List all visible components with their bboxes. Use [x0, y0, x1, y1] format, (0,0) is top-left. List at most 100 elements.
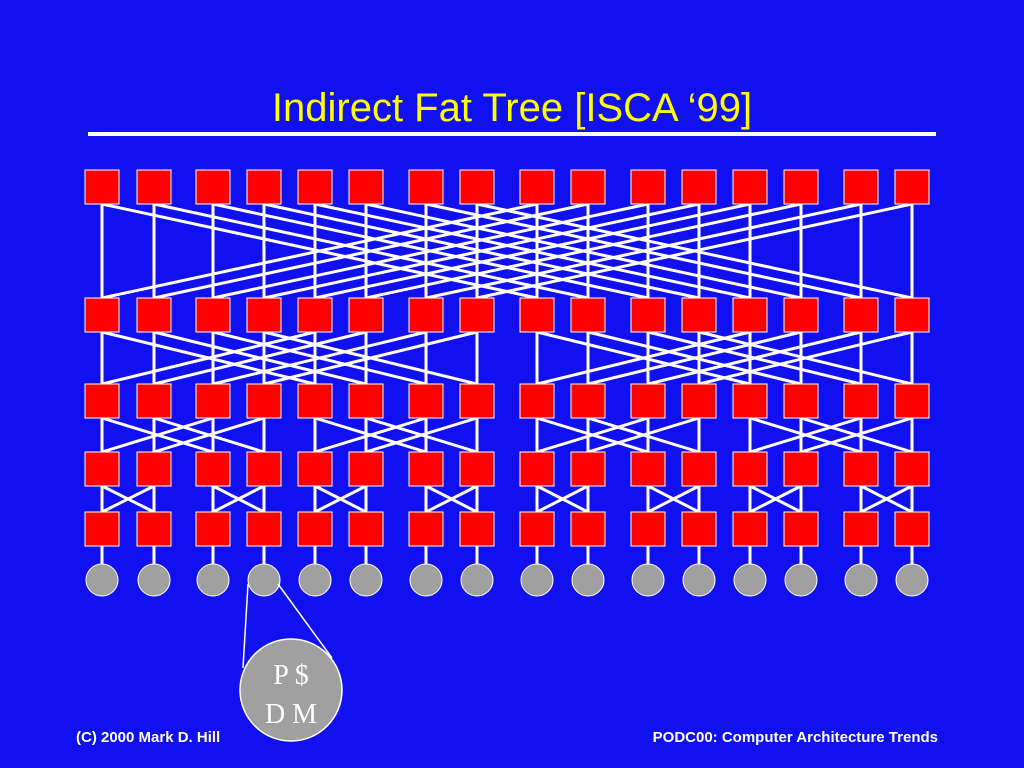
switch-box — [681, 297, 717, 333]
switch-box — [84, 169, 120, 205]
switch-box — [348, 511, 384, 547]
switch-box — [136, 511, 172, 547]
switch-box — [246, 169, 282, 205]
switch-box — [894, 451, 930, 487]
processor-node — [784, 563, 818, 597]
switch-box — [630, 169, 666, 205]
switch-link — [153, 330, 367, 386]
node-detail-circle — [239, 638, 343, 742]
switch-box — [732, 383, 768, 419]
callout-line — [242, 583, 249, 669]
switch-link — [365, 416, 478, 454]
processor-node — [460, 563, 494, 597]
switch-link — [476, 202, 913, 300]
switch-box — [681, 451, 717, 487]
switch-box — [246, 297, 282, 333]
switch-box — [843, 297, 879, 333]
switch-box — [195, 383, 231, 419]
processor-node — [409, 563, 443, 597]
switch-link — [536, 416, 649, 454]
switch-link — [425, 202, 862, 300]
switch-box — [297, 511, 333, 547]
switch-box — [459, 383, 495, 419]
node-layer — [85, 563, 929, 597]
switch-box — [843, 169, 879, 205]
switch-box — [783, 383, 819, 419]
switch-link — [101, 330, 316, 386]
switch-link — [314, 202, 751, 300]
switch-box — [136, 383, 172, 419]
processor-node — [247, 563, 281, 597]
switch-box — [297, 383, 333, 419]
processor-node — [298, 563, 332, 597]
switch-link — [749, 484, 802, 514]
footer-copyright: (C) 2000 Mark D. Hill — [76, 729, 221, 746]
switch-box — [681, 383, 717, 419]
switch-box — [630, 383, 666, 419]
switch-link — [860, 484, 913, 514]
switch-box — [732, 451, 768, 487]
switch-box — [136, 297, 172, 333]
switch-link — [212, 202, 649, 300]
switch-link — [698, 330, 913, 386]
switch-box — [570, 297, 606, 333]
switch-link — [425, 484, 478, 514]
switch-box — [630, 511, 666, 547]
switch-box — [459, 169, 495, 205]
switch-box — [297, 169, 333, 205]
switch-link — [647, 484, 700, 514]
slide-title: Indirect Fat Tree [ISCA ‘99] — [271, 86, 753, 130]
switch-box — [459, 511, 495, 547]
switch-link — [263, 330, 478, 386]
switch-box — [84, 511, 120, 547]
switch-link — [314, 484, 367, 514]
switch-box — [348, 169, 384, 205]
switch-link — [749, 416, 862, 454]
switch-box — [783, 451, 819, 487]
callout-line — [277, 583, 333, 659]
switch-box — [681, 169, 717, 205]
switch-box — [408, 383, 444, 419]
switch-link — [647, 330, 862, 386]
switch-box — [459, 297, 495, 333]
switch-box — [519, 297, 555, 333]
switch-link — [536, 330, 751, 386]
switch-box — [348, 383, 384, 419]
switch-box — [894, 169, 930, 205]
processor-node — [349, 563, 383, 597]
switch-link — [263, 202, 700, 300]
switch-link — [101, 416, 214, 454]
switch-box — [408, 169, 444, 205]
switch-link — [212, 330, 427, 386]
switch-box — [570, 511, 606, 547]
node-detail: P $D M — [239, 583, 343, 742]
switch-box — [894, 383, 930, 419]
processor-node — [85, 563, 119, 597]
switch-box — [195, 297, 231, 333]
processor-node — [571, 563, 605, 597]
switch-box — [519, 451, 555, 487]
title-underline — [88, 132, 936, 136]
switch-box — [84, 383, 120, 419]
switch-link — [314, 416, 427, 454]
switch-link — [153, 416, 265, 454]
switch-box — [783, 511, 819, 547]
switch-box — [246, 383, 282, 419]
processor-node — [631, 563, 665, 597]
switch-link — [587, 330, 802, 386]
switch-box — [894, 297, 930, 333]
switch-box — [843, 383, 879, 419]
processor-node — [733, 563, 767, 597]
switch-box — [894, 511, 930, 547]
switch-box — [195, 169, 231, 205]
switch-link — [800, 416, 913, 454]
switch-box — [348, 451, 384, 487]
switch-box — [570, 383, 606, 419]
switch-box — [84, 451, 120, 487]
processor-node — [844, 563, 878, 597]
footer-talk-title: PODC00: Computer Architecture Trends — [652, 729, 938, 746]
processor-node — [895, 563, 929, 597]
switch-box — [195, 451, 231, 487]
processor-node — [137, 563, 171, 597]
